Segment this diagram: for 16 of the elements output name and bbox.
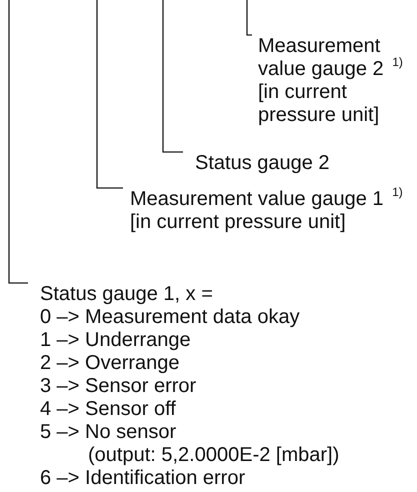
status-code-text: 3 –> Sensor error xyxy=(40,375,198,398)
status-code-text: 5 –> No sensor xyxy=(40,421,178,444)
status-code-text: 6 –> Identification error xyxy=(40,467,246,490)
label-text: Status gauge 2 xyxy=(183,152,383,175)
tree-connector xyxy=(162,0,183,153)
status-code-text: 1 –> Underrange xyxy=(40,329,192,352)
status-code-text: 4 –> Sensor off xyxy=(40,398,177,421)
label-text: Status gauge 1, x = xyxy=(40,283,214,306)
status-code-text: 2 –> Overrange xyxy=(40,352,181,375)
tree-connector xyxy=(8,0,28,284)
label-text: Measurement value gauge 1 $^{1)}$ [in current pressure unit] xyxy=(123,188,415,234)
status-code-text: 0 –> Measurement data okay xyxy=(40,306,301,329)
status-code-text: (output: 5,2.0000E-2 [mbar]) xyxy=(87,444,340,467)
label-text: Measurement value gauge 2 $^{1)}$ [in current pressure unit] xyxy=(252,35,416,127)
tree-connector xyxy=(96,0,123,189)
tree-connector xyxy=(246,0,252,36)
